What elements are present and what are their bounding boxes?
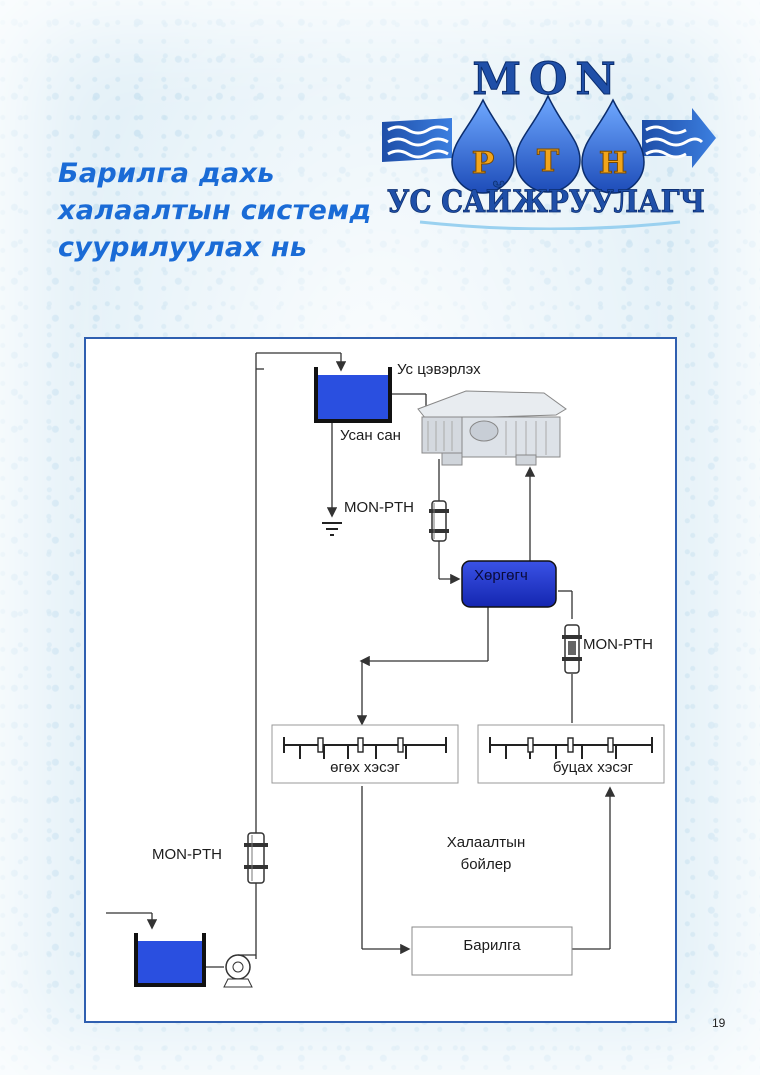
boiler-label-line-2: бойлер <box>460 856 512 873</box>
return-label: буцах хэсэг <box>552 759 634 776</box>
ground-icon <box>322 522 342 536</box>
logo-top-text: MON <box>472 54 623 105</box>
tank-label: Усан сан <box>340 427 401 444</box>
filter-label-top: MON-PTH <box>344 499 414 516</box>
page-number: 19 <box>712 1016 726 1030</box>
supply-manifold <box>271 724 459 784</box>
return-manifold <box>477 724 665 784</box>
logo-bottom-text: УС САЙЖРУУЛАГЧ <box>387 180 705 220</box>
upper-water-tank <box>314 367 392 423</box>
page-heading: Барилга дахь халаалтын системд суурилуул… <box>58 155 372 266</box>
filter-right-icon <box>562 624 582 674</box>
filter-left-icon <box>244 832 268 884</box>
heading-line-2: халаалтын системд <box>58 195 372 226</box>
building-label: Барилга <box>463 937 521 954</box>
logo-letter-p: P <box>472 146 495 181</box>
filter-label-left: MON-PTH <box>152 846 222 863</box>
filter-label-right: MON-PTH <box>583 636 653 653</box>
supply-label: өгөх хэсэг <box>330 759 400 776</box>
heating-system-diagram <box>106 352 665 988</box>
cleaner-label: Ус цэвэрлэх <box>397 361 481 378</box>
building-box <box>411 926 573 976</box>
cooling-tower-icon <box>417 390 567 466</box>
heading-line-3: суурилуулах нь <box>58 232 308 263</box>
mon-pth-logo: MON P T H УС САЙЖРУУЛАГЧ <box>382 54 716 230</box>
boiler-label-line-1: Халаалтын <box>446 834 526 851</box>
logo-letter-t: T <box>537 144 560 179</box>
logo-letter-h: H <box>599 146 627 181</box>
cooler-box <box>461 560 557 608</box>
wave-arrows-icon <box>382 108 716 168</box>
heading-line-1: Барилга дахь <box>58 158 275 189</box>
cooler-label: Хөргөгч <box>474 567 528 584</box>
pump-icon <box>223 954 256 988</box>
lower-water-tank <box>134 933 206 987</box>
diagram-frame: Ус цэвэрлэх Усан сан MON-PTH Хөргөгч MON… <box>84 337 677 1023</box>
water-drop-icon <box>451 94 645 194</box>
filter-top-icon <box>429 500 449 542</box>
